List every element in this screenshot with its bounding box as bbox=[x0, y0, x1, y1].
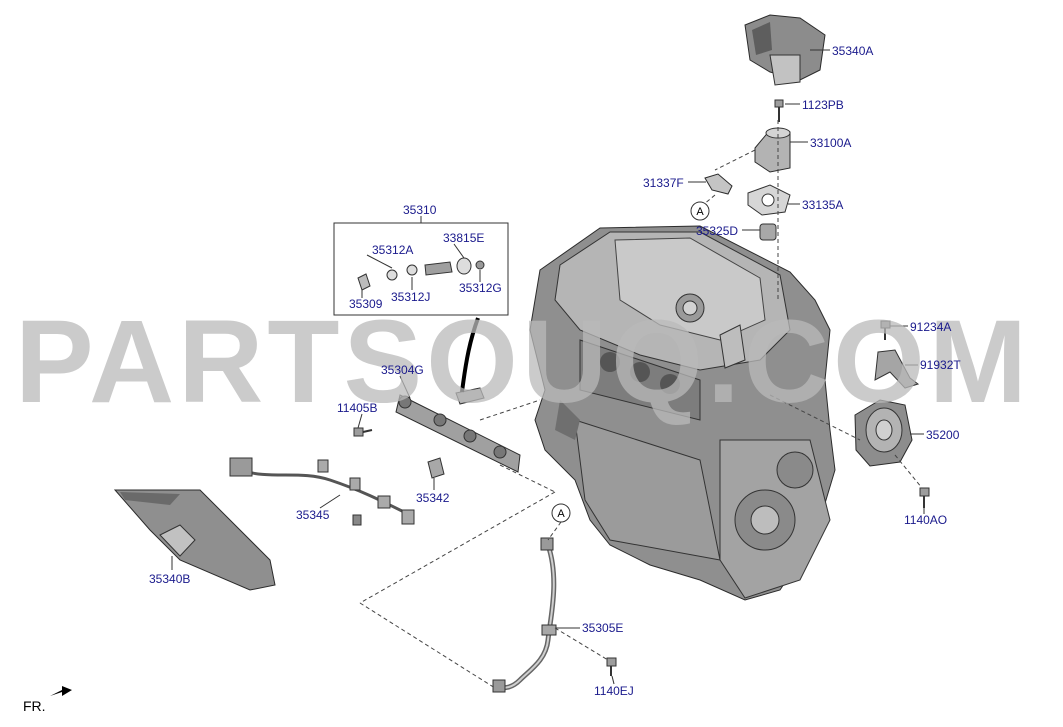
part-label-91234A[interactable]: 91234A bbox=[910, 320, 951, 334]
part-label-11405B[interactable]: 11405B bbox=[337, 401, 377, 415]
injector-kit-box bbox=[333, 216, 509, 316]
part-labels: 35340A 1123PB 33100A 31337F 33135A 35325… bbox=[149, 44, 961, 698]
svg-text:A: A bbox=[557, 508, 565, 520]
bolt-11405B bbox=[353, 427, 373, 437]
ref-marker-a-bottom: A bbox=[551, 503, 571, 523]
part-label-31337F[interactable]: 31337F bbox=[643, 176, 684, 190]
part-label-35304G[interactable]: 35304G bbox=[381, 363, 424, 377]
part-label-1140AO[interactable]: 1140AO bbox=[904, 513, 947, 527]
fuel-pump-33100A bbox=[754, 127, 791, 173]
part-label-35310[interactable]: 35310 bbox=[403, 203, 437, 217]
bolt-1123PB bbox=[774, 99, 784, 122]
clip-35342 bbox=[427, 457, 445, 479]
gasket-33135A bbox=[747, 184, 791, 216]
part-label-1140EJ[interactable]: 1140EJ bbox=[594, 684, 634, 698]
part-label-35325D[interactable]: 35325D bbox=[696, 224, 738, 238]
part-label-91932T[interactable]: 91932T bbox=[920, 358, 961, 372]
leader-lines bbox=[171, 49, 925, 689]
part-label-35340A[interactable]: 35340A bbox=[832, 44, 873, 58]
engine-block-illustration bbox=[529, 225, 836, 601]
pump-cover-35340A bbox=[744, 14, 826, 86]
part-label-1123PB[interactable]: 1123PB bbox=[802, 98, 844, 112]
orientation-label: FR. bbox=[23, 698, 46, 714]
bracket-91932T bbox=[874, 349, 920, 389]
part-label-33815E[interactable]: 33815E bbox=[443, 231, 484, 245]
ref-marker-a-top: A bbox=[690, 201, 710, 221]
wiring-harness-35345 bbox=[229, 457, 415, 526]
cover-35340B bbox=[113, 489, 276, 591]
seal-35325D bbox=[759, 223, 777, 241]
tappet-31337F bbox=[704, 173, 733, 195]
fuel-pipe-35305E bbox=[492, 537, 557, 693]
part-label-35200[interactable]: 35200 bbox=[926, 428, 960, 442]
bolt-1140EJ bbox=[606, 657, 617, 676]
watermark-text: PARTSOUQ.COM bbox=[15, 296, 1031, 428]
svg-text:A: A bbox=[696, 206, 704, 218]
part-label-35309[interactable]: 35309 bbox=[349, 297, 383, 311]
alternator-35200 bbox=[854, 399, 913, 467]
front-arrow-icon bbox=[50, 686, 72, 696]
orientation-indicator: FR. bbox=[23, 686, 72, 714]
injector-lead-curve bbox=[460, 317, 480, 393]
part-label-35312G[interactable]: 35312G bbox=[459, 281, 502, 295]
part-label-35340B[interactable]: 35340B bbox=[149, 572, 190, 586]
part-label-33135A[interactable]: 33135A bbox=[802, 198, 843, 212]
part-label-35312A[interactable]: 35312A bbox=[372, 243, 413, 257]
part-label-35345[interactable]: 35345 bbox=[296, 508, 330, 522]
bolt-91234A bbox=[880, 320, 891, 340]
part-label-35342[interactable]: 35342 bbox=[416, 491, 450, 505]
part-label-35312J[interactable]: 35312J bbox=[391, 290, 430, 304]
part-label-33100A[interactable]: 33100A bbox=[810, 136, 851, 150]
bolt-1140AO bbox=[919, 487, 930, 508]
part-label-35305E[interactable]: 35305E bbox=[582, 621, 623, 635]
